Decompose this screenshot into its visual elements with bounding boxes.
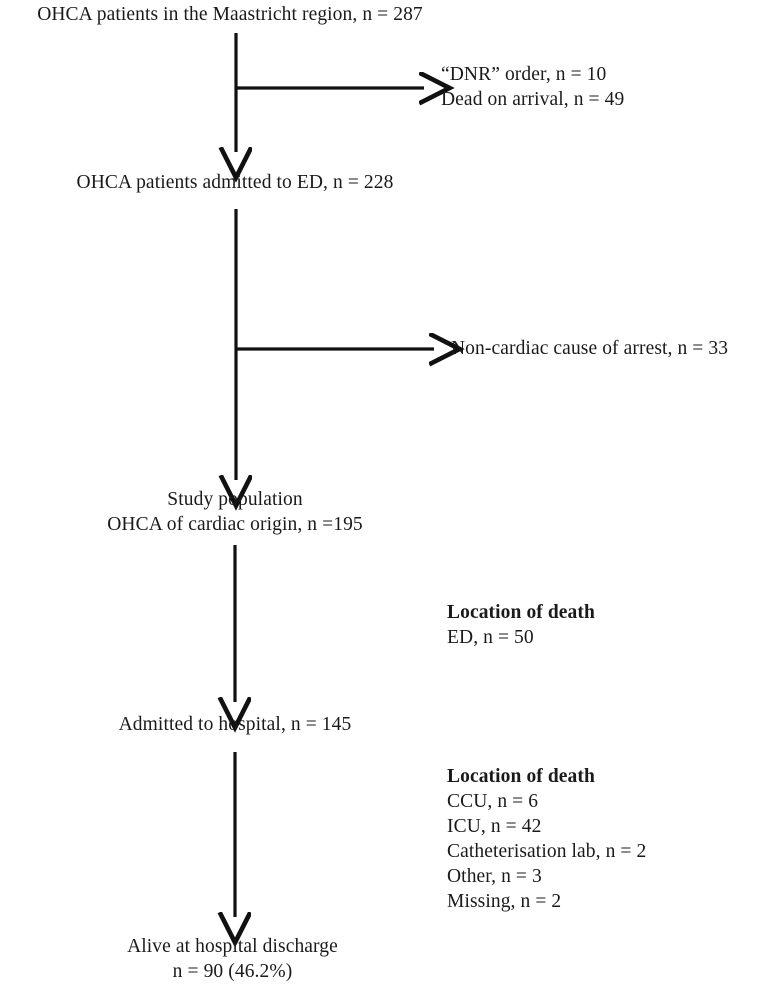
node-alive-discharge: Alive at hospital discharge n = 90 (46.2… (80, 934, 385, 984)
node-study-population: Study population OHCA of cardiac origin,… (75, 487, 395, 537)
node-line: OHCA patients in the Maastricht region, … (37, 4, 423, 25)
node-line: Dead on arrival, n = 49 (441, 89, 625, 110)
node-line: Admitted to hospital, n = 145 (118, 714, 352, 735)
node-line: n = 90 (46.2%) (172, 961, 293, 982)
node-line: Non-cardiac cause of arrest, n = 33 (451, 338, 729, 359)
node-line: “DNR” order, n = 10 (441, 64, 607, 85)
node-admitted-hospital: Admitted to hospital, n = 145 (80, 712, 390, 737)
node-line: ED, n = 50 (447, 627, 534, 648)
node-deaths-in-hospital: Location of death CCU, n = 6 ICU, n = 42… (447, 764, 646, 914)
node-line: OHCA patients admitted to ED, n = 228 (76, 172, 394, 193)
node-line: ICU, n = 42 (447, 816, 542, 837)
node-line: Catheterisation lab, n = 2 (447, 841, 647, 862)
node-line: Other, n = 3 (447, 866, 542, 887)
node-admitted-ed: OHCA patients admitted to ED, n = 228 (30, 170, 440, 195)
node-line-heading: Location of death (447, 766, 595, 787)
node-cohort-total: OHCA patients in the Maastricht region, … (0, 2, 460, 27)
node-deaths-ed: Location of death ED, n = 50 (447, 600, 595, 650)
node-exclusion-non-cardiac: Non-cardiac cause of arrest, n = 33 (451, 336, 728, 361)
node-line-heading: Location of death (447, 602, 595, 623)
node-exclusion-dnr-doa: “DNR” order, n = 10 Dead on arrival, n =… (441, 62, 624, 112)
node-line: OHCA of cardiac origin, n =195 (107, 514, 363, 535)
node-line: Alive at hospital discharge (127, 936, 338, 957)
node-line: Study population (167, 489, 303, 510)
node-line: CCU, n = 6 (447, 791, 539, 812)
node-line: Missing, n = 2 (447, 891, 562, 912)
